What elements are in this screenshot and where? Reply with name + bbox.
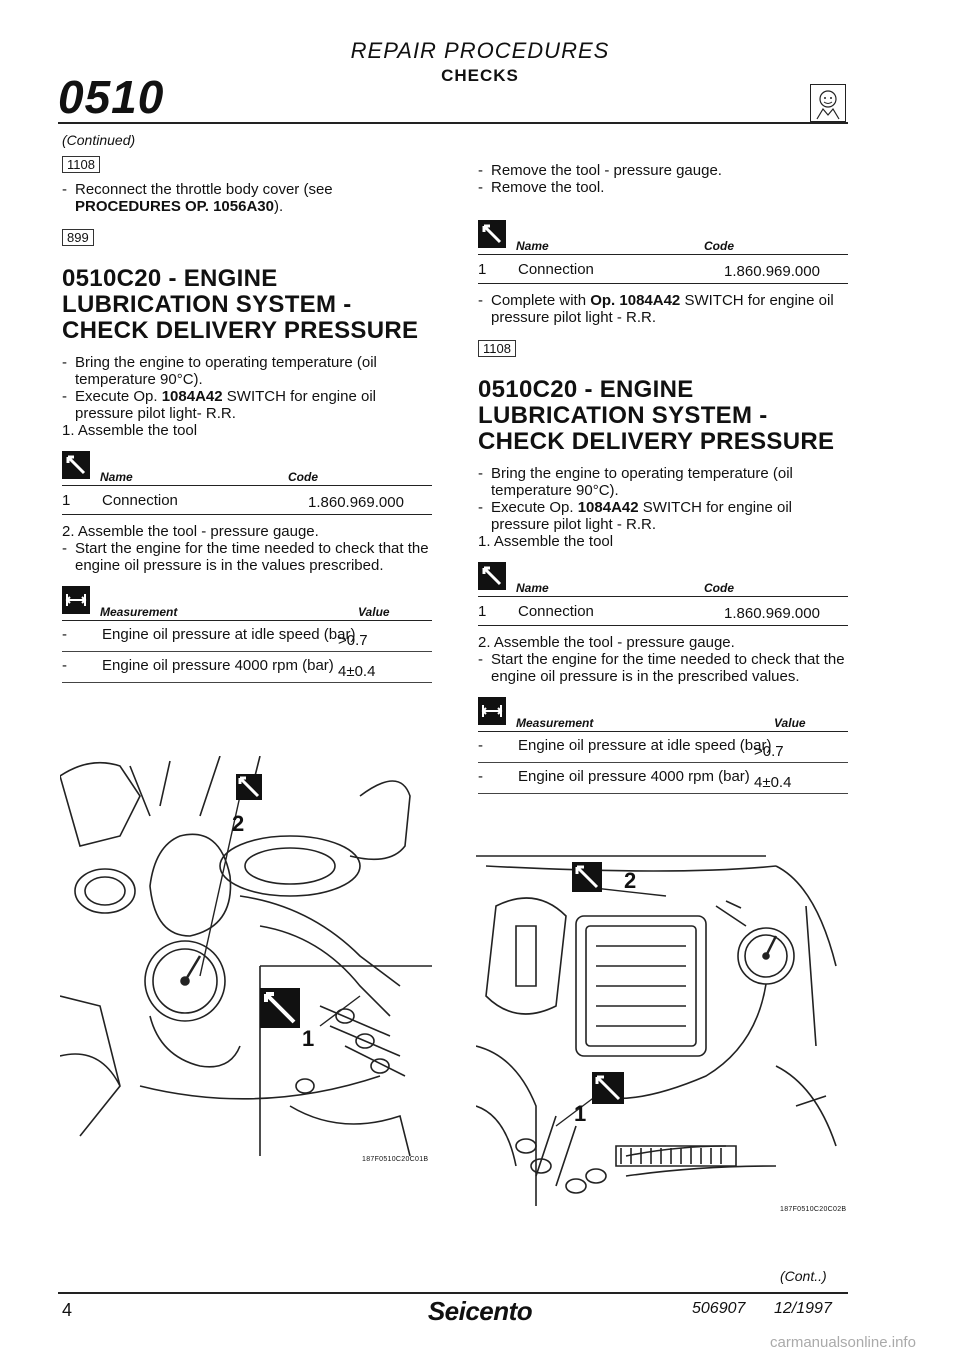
continued-label: (Continued) <box>62 132 136 148</box>
row-number: 1 <box>62 492 71 509</box>
table-row: Engine oil pressure at idle speed (bar) … <box>62 621 432 652</box>
text: SWITCH for engine oil pressure pilot lig… <box>491 499 792 533</box>
document-number: 506907 <box>692 1300 746 1317</box>
text: Execute Op. <box>491 499 578 516</box>
figure-id: 187F0510C20C01B <box>362 1156 429 1163</box>
column-code: Code <box>704 581 734 595</box>
step-1: 1. Assemble the tool <box>478 533 614 550</box>
row-code: 1.860.969.000 <box>308 494 404 511</box>
tool-table-header: Name Code <box>478 220 848 255</box>
brand-logo: Seicento <box>427 1296 533 1326</box>
row-code: 1.860.969.000 <box>724 263 820 280</box>
column-value: Value <box>774 716 806 730</box>
wrench-icon <box>62 451 90 479</box>
column-value: Value <box>358 605 390 619</box>
measurement-value: >0.7 <box>338 632 368 649</box>
column-measurement: Measurement <box>100 605 178 619</box>
watermark: carmanualsonline.info <box>770 1334 916 1351</box>
page-title: REPAIR PROCEDURES <box>350 38 610 63</box>
bullet-execute: Execute Op. 1084A42 SWITCH for engine oi… <box>62 388 432 422</box>
text: SWITCH for engine oil pressure pilot lig… <box>75 388 376 422</box>
document-date: 12/1997 <box>774 1300 832 1317</box>
continued-next: (Cont..) <box>780 1268 827 1284</box>
wrench-icon <box>478 220 506 248</box>
footer-rule <box>58 1292 848 1294</box>
bullet-complete-with: Complete with Op. 1084A42 SWITCH for eng… <box>478 292 848 326</box>
callout-2: 2 <box>624 868 636 893</box>
measurement-value: >0.7 <box>754 743 784 760</box>
text: SWITCH for engine oil pressure pilot lig… <box>491 292 834 326</box>
bold-text: 1084A42 <box>577 499 639 516</box>
bullet-remove-tool: Remove the tool. <box>478 179 848 196</box>
step-2: 2. Assemble the tool - pressure gauge. <box>478 634 735 651</box>
figure-id: 187F0510C20C02B <box>780 1206 847 1213</box>
bold-text: Op. 1084A42 <box>590 292 681 309</box>
measurement-label: Engine oil pressure 4000 rpm (bar) <box>102 657 334 674</box>
bold-text: 1084A42 <box>161 388 223 405</box>
engine-illustration-left: 2 1 187F0510C20C01B <box>59 755 432 1176</box>
callout-1: 1 <box>302 1026 314 1051</box>
step-1: 1. Assemble the tool <box>62 422 198 439</box>
measurement-label: Engine oil pressure at idle speed (bar) <box>518 737 772 754</box>
page-number: 4 <box>62 1300 73 1320</box>
text: ). <box>273 198 284 215</box>
measurement-value: 4±0.4 <box>754 774 792 791</box>
table-row: 1 Connection 1.860.969.000 <box>478 255 848 284</box>
table-row: Engine oil pressure at idle speed (bar) … <box>478 732 848 763</box>
bullet-bring-temp: Bring the engine to operating temperatur… <box>478 465 848 499</box>
measurement-icon <box>62 586 90 614</box>
table-row: 1 Connection 1.860.969.000 <box>62 486 432 515</box>
measurement-icon <box>478 697 506 725</box>
tool-table-header: Name Code <box>478 562 848 597</box>
reference-box: 1108 <box>62 156 100 173</box>
section-heading: 0510C20 - ENGINE LUBRICATION SYSTEM - CH… <box>62 265 419 344</box>
measurement-table-header: Measurement Value <box>62 586 432 621</box>
bullet-start-engine: Start the engine for the time needed to … <box>62 540 432 574</box>
row-number: 1 <box>478 603 487 620</box>
table-row: Engine oil pressure 4000 rpm (bar) 4±0.4 <box>478 763 848 794</box>
tool-table-header: Name Code <box>62 451 432 486</box>
measurement-label: Engine oil pressure 4000 rpm (bar) <box>518 768 750 785</box>
reference-box: 1108 <box>478 340 516 357</box>
section-heading: 0510C20 - ENGINE LUBRICATION SYSTEM - CH… <box>478 376 835 455</box>
column-name: Name <box>100 470 133 484</box>
step-2: 2. Assemble the tool - pressure gauge. <box>62 523 319 540</box>
column-name: Name <box>516 239 549 253</box>
measurement-value: 4±0.4 <box>338 663 376 680</box>
bold-text: PROCEDURES OP. 1056A30 <box>75 198 274 215</box>
table-row: 1 Connection 1.860.969.000 <box>478 597 848 626</box>
bullet-start-engine: Start the engine for the time needed to … <box>478 651 848 685</box>
callout-1: 1 <box>574 1101 586 1126</box>
row-name: Connection <box>102 492 178 509</box>
bullet-reconnect: Reconnect the throttle body cover (see P… <box>62 181 432 215</box>
column-code: Code <box>704 239 734 253</box>
measurement-table-header: Measurement Value <box>478 697 848 732</box>
mechanic-icon <box>810 84 846 122</box>
text: Execute Op. <box>75 388 162 405</box>
header-rule <box>58 122 848 124</box>
reference-box: 899 <box>62 229 94 246</box>
page-subtitle: CHECKS <box>441 66 519 85</box>
measurement-label: Engine oil pressure at idle speed (bar) <box>102 626 356 643</box>
row-number: 1 <box>478 261 487 278</box>
row-name: Connection <box>518 603 594 620</box>
column-name: Name <box>516 581 549 595</box>
bullet-execute: Execute Op. 1084A42 SWITCH for engine oi… <box>478 499 848 533</box>
text: Complete with <box>491 292 591 309</box>
table-row: Engine oil pressure 4000 rpm (bar) 4±0.4 <box>62 652 432 683</box>
left-column: 1108 Reconnect the throttle body cover (… <box>62 150 432 683</box>
text: Reconnect the throttle body cover (see <box>75 181 333 198</box>
engine-illustration-right: 2 1 187F0510C20C02B <box>475 846 848 1218</box>
bullet-remove-gauge: Remove the tool - pressure gauge. <box>478 162 848 179</box>
row-code: 1.860.969.000 <box>724 605 820 622</box>
wrench-icon <box>478 562 506 590</box>
column-code: Code <box>288 470 318 484</box>
row-name: Connection <box>518 261 594 278</box>
bullet-bring-temp: Bring the engine to operating temperatur… <box>62 354 432 388</box>
right-column: Remove the tool - pressure gauge. Remove… <box>478 162 848 794</box>
column-measurement: Measurement <box>516 716 594 730</box>
section-code: 0510 <box>58 71 165 123</box>
callout-2: 2 <box>232 811 244 836</box>
